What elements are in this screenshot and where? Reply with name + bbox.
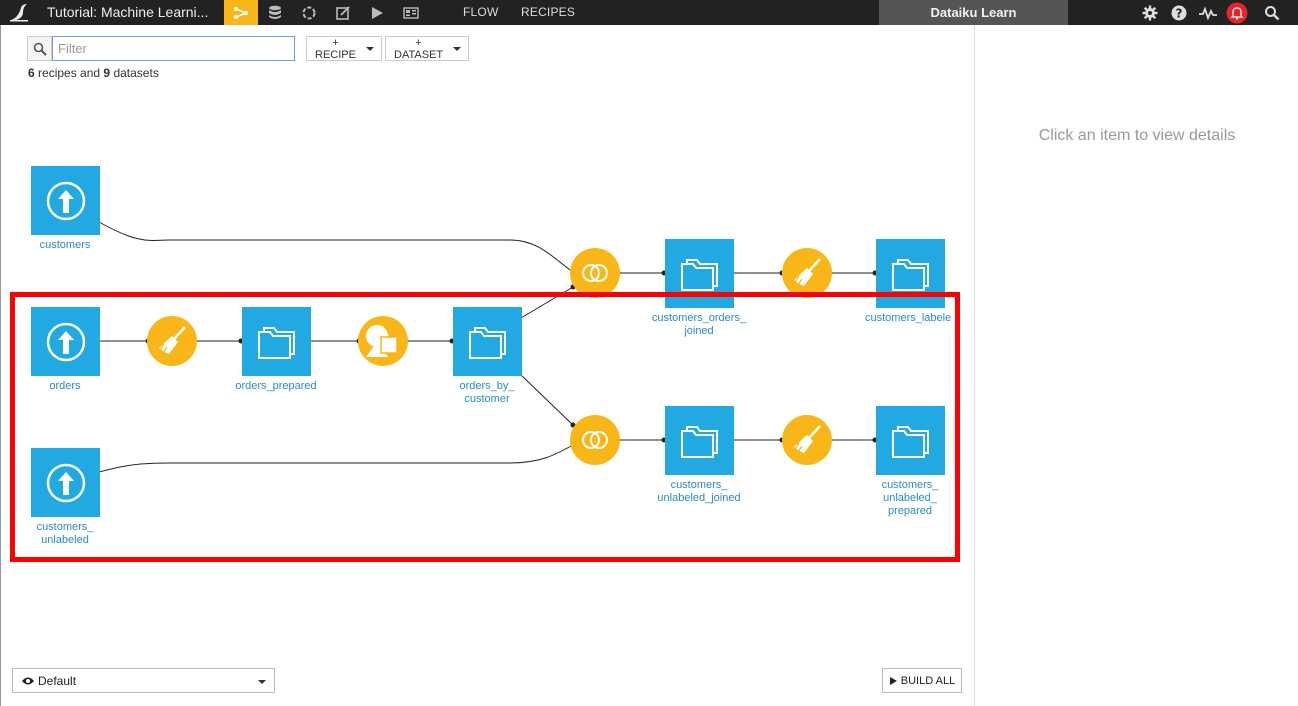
datasets-icon[interactable] bbox=[258, 0, 292, 25]
group-recipe[interactable] bbox=[358, 316, 408, 366]
search-icon[interactable] bbox=[1260, 0, 1284, 25]
upload-icon bbox=[46, 181, 85, 220]
flow-icon[interactable] bbox=[224, 0, 258, 25]
details-panel: Click an item to view details bbox=[974, 25, 1298, 706]
dataset-label: customers_unlabeled_prepared bbox=[881, 479, 939, 517]
group-icon bbox=[366, 325, 398, 357]
add-recipe-label: + RECIPE bbox=[315, 36, 356, 61]
dataset-orders[interactable] bbox=[31, 307, 100, 376]
dataset-customers-unlabeled-prepared[interactable] bbox=[876, 406, 945, 475]
flow-summary: 6 recipes and 9 datasets bbox=[28, 66, 159, 80]
view-select-value: Default bbox=[38, 673, 77, 688]
jobs-icon[interactable] bbox=[360, 0, 394, 25]
prepare-recipe[interactable] bbox=[782, 415, 832, 465]
chevron-down-icon bbox=[453, 46, 462, 51]
dataset-customers-unlabeled-joined[interactable] bbox=[665, 406, 734, 475]
folder-icon bbox=[468, 326, 506, 359]
add-recipe-button[interactable]: + RECIPE bbox=[306, 36, 382, 61]
empty-details-message: Click an item to view details bbox=[1038, 127, 1236, 144]
dataset-label: customers_unlabeled_joined bbox=[657, 479, 741, 504]
join-recipe[interactable] bbox=[570, 415, 620, 465]
prepare-recipe[interactable] bbox=[147, 316, 197, 366]
activity-icon[interactable] bbox=[1196, 0, 1220, 25]
build-all-label: BUILD ALL bbox=[900, 674, 956, 687]
upload-icon bbox=[46, 322, 85, 361]
tab-flow[interactable]: FLOW bbox=[463, 5, 499, 19]
analysis-icon[interactable] bbox=[292, 0, 326, 25]
dataiku-logo-icon[interactable] bbox=[8, 2, 32, 23]
prepare-recipe[interactable] bbox=[782, 248, 832, 298]
filter-input[interactable] bbox=[52, 36, 295, 61]
dataset-label: orders_by_customer bbox=[459, 380, 515, 405]
join-icon bbox=[582, 431, 608, 449]
broom-icon bbox=[794, 425, 821, 453]
dataset-orders-prepared[interactable] bbox=[242, 307, 311, 376]
folder-icon bbox=[891, 425, 929, 458]
folder-icon bbox=[891, 258, 929, 291]
upload-icon bbox=[46, 463, 85, 502]
view-select[interactable]: Default bbox=[12, 668, 275, 693]
build-all-button[interactable]: BUILD ALL bbox=[882, 668, 962, 693]
chevron-down-icon bbox=[258, 680, 266, 684]
dataset-customers[interactable] bbox=[31, 166, 100, 235]
dashboards-icon[interactable] bbox=[394, 0, 428, 25]
add-dataset-label: + DATASET bbox=[394, 36, 444, 61]
dataset-customers-unlabeled[interactable] bbox=[31, 448, 100, 517]
highlight-box bbox=[10, 292, 960, 562]
chevron-down-icon bbox=[365, 46, 374, 51]
play-icon bbox=[889, 676, 897, 685]
filter-box bbox=[27, 36, 295, 61]
dataset-label: orders bbox=[49, 380, 81, 392]
add-dataset-button[interactable]: + DATASET bbox=[385, 36, 469, 61]
project-title[interactable]: Tutorial: Machine Learni... bbox=[47, 4, 209, 20]
broom-icon bbox=[794, 258, 821, 286]
dataset-label: customers_labele bbox=[865, 312, 952, 324]
notifications-bell-icon[interactable] bbox=[1225, 0, 1249, 25]
dataset-label: customers bbox=[39, 239, 91, 251]
gear-icon[interactable] bbox=[1138, 0, 1162, 25]
dataset-orders-by-customer[interactable] bbox=[453, 307, 522, 376]
top-navbar: Tutorial: Machine Learni... bbox=[0, 0, 1298, 25]
svg-text:?: ? bbox=[1176, 6, 1183, 20]
notebooks-icon[interactable] bbox=[326, 0, 360, 25]
folder-icon bbox=[257, 326, 295, 359]
join-icon bbox=[582, 264, 608, 282]
tab-recipes[interactable]: RECIPES bbox=[521, 5, 576, 19]
join-recipe[interactable] bbox=[570, 248, 620, 298]
dataset-label: customers_unlabeled bbox=[36, 521, 94, 546]
folder-icon bbox=[680, 258, 718, 291]
instance-name[interactable]: Dataiku Learn bbox=[879, 0, 1068, 25]
help-icon[interactable]: ? bbox=[1167, 0, 1191, 25]
search-icon[interactable] bbox=[27, 36, 52, 61]
dataset-label: orders_prepared bbox=[235, 380, 317, 392]
folder-icon bbox=[680, 425, 718, 458]
dataset-label: customers_orders_joined bbox=[651, 312, 747, 337]
eye-icon bbox=[22, 677, 34, 684]
broom-icon bbox=[159, 326, 186, 354]
